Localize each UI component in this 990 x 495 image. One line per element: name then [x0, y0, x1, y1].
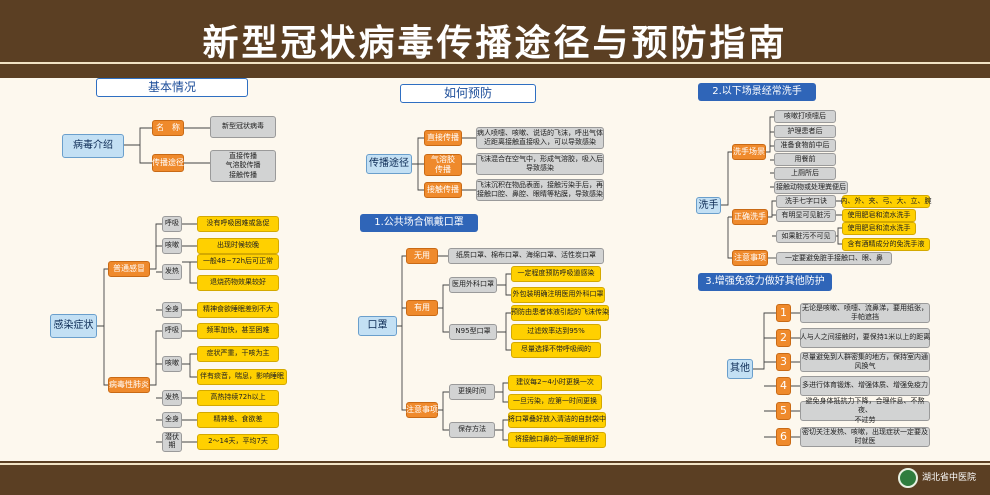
common-fever-key: 发热: [162, 264, 182, 280]
item-number-6: 6: [776, 428, 791, 446]
item-number-3: 3: [776, 353, 791, 371]
item-text-1: 无论是咳嗽、喷嚏、流鼻涕，要用纸张， 手帕遮挡: [800, 303, 930, 323]
name-key-node: 名 称: [152, 120, 184, 136]
severe-incubation-key: 潜伏 期: [162, 432, 182, 452]
item-text-4: 多进行体育锻炼、增强体质、增强免疫力: [800, 376, 930, 396]
how-to-prevent-header: 如何预防: [400, 84, 536, 103]
contact-spread-value: 飞沫沉积在物品表面，接触污染手后，再 接触口腔、鼻腔、眼睛等粘膜，导致感染: [476, 179, 604, 201]
item-text-6: 密切关注发热、咳嗽，出现症状一定要及 时就医: [800, 427, 930, 447]
n95-point-3: 尽量选择不带呼吸阀的: [511, 342, 601, 358]
route-value-node: 直接传播 气溶胶传播 接触传播: [210, 150, 276, 182]
hospital-logo-icon: [898, 468, 918, 488]
direct-spread-value: 病人喷嚏、咳嗽、说话的飞沫，呼出气体 近距离接触直接吸入，可以导致感染: [476, 127, 604, 149]
mask-notes-node: 注意事项: [406, 402, 438, 418]
wash-notes-value: 一定要避免脏手接触口、眼、鼻: [776, 252, 892, 265]
visible-dirt-value: 使用肥皂和流水洗手: [842, 209, 916, 222]
aerosol-spread-key: 气溶胶 传播: [424, 154, 462, 176]
common-cold-node: 普通感冒: [108, 261, 150, 277]
wash-scenes-node: 洗手场景: [732, 144, 766, 160]
handwash-node: 洗手: [696, 197, 721, 214]
common-cough-value: 出现时候较晚: [197, 238, 279, 254]
item-number-4: 4: [776, 377, 791, 395]
item-text-2: 人与人之间接触时，要保持1米以上的距离: [800, 328, 930, 348]
handwash-section-header: 2.以下场景经常洗手: [698, 83, 816, 101]
contact-spread-key: 接触传播: [424, 182, 462, 198]
seven-words-node: 洗手七字口诀: [776, 195, 836, 208]
name-value-node: 新型冠状病毒: [210, 116, 276, 138]
item-number-1: 1: [776, 304, 791, 322]
aerosol-spread-value: 飞沫混合在空气中，形成气溶胶，吸入后 导致感染: [476, 153, 604, 175]
other-protection-node: 其他: [727, 359, 753, 379]
header-bar: [0, 0, 990, 78]
surgical-mask-node: 医用外科口罩: [449, 277, 497, 293]
mask-section-header: 1.公共场合佩戴口罩: [360, 214, 478, 232]
route-key-node: 传播途径: [152, 154, 184, 172]
prevent-route-node: 传播途径: [366, 154, 412, 174]
scene-4: 用餐前: [774, 153, 836, 166]
footer-divider: [0, 463, 990, 465]
n95-mask-node: N95型口罩: [449, 324, 497, 340]
storage-point-2: 将接触口鼻的一面朝里折好: [508, 432, 606, 448]
storage-point-1: 将口罩叠好放入清洁的自封袋中: [508, 412, 606, 428]
common-cough-key: 咳嗽: [162, 238, 182, 254]
severe-breath-key: 呼吸: [162, 323, 182, 339]
basic-info-header: 基本情况: [96, 78, 248, 97]
common-fever-value-1: 一般48~72h后可正常: [197, 254, 279, 270]
item-text-5: 避免身体抵抗力下降，合理作息、不熬夜、 不过劳: [800, 397, 930, 424]
n95-point-1: 预防由患者体液引起的飞沫传染: [511, 305, 609, 321]
seven-words-value: 内、外、夹、弓、大、立、腕: [841, 195, 932, 208]
change-point-2: 一旦污染，应第一时间更换: [508, 394, 602, 410]
common-body-key: 全身: [162, 302, 182, 318]
severe-cough-key: 咳嗽: [162, 356, 182, 372]
scene-6: 接触动物或处理粪便后: [774, 181, 848, 194]
hospital-name: 湖北省中医院: [922, 473, 977, 483]
mask-node: 口罩: [358, 316, 397, 336]
invisible-dirt-node: 如果脏污不可见: [776, 230, 836, 243]
storage-node: 保存方法: [449, 422, 495, 438]
wash-notes-node: 注意事项: [732, 250, 768, 266]
change-time-node: 更换时间: [449, 384, 495, 400]
scene-5: 上厕所后: [774, 167, 836, 180]
scene-1: 咳嗽打喷嚏后: [774, 110, 836, 123]
change-point-1: 建议每2~4小时更换一次: [508, 375, 602, 391]
common-breath-key: 呼吸: [162, 216, 182, 232]
page-title: 新型冠状病毒传播途径与预防指南: [202, 23, 788, 64]
symptoms-node: 感染症状: [50, 314, 97, 338]
useless-node: 无用: [406, 248, 438, 264]
invisible-dirt-value-1: 使用肥皂和流水洗手: [842, 222, 916, 235]
severe-cough-value-1: 症状严重，干咳为主: [197, 346, 279, 362]
immunity-section-header: 3.增强免疫力做好其他防护: [698, 273, 832, 291]
useful-node: 有用: [406, 300, 438, 316]
severe-breath-value: 频率加快，甚至困难: [197, 323, 279, 339]
common-fever-value-2: 退烧药物效果较好: [197, 275, 279, 291]
useless-masks: 纸质口罩、棉布口罩、海绵口罩、活性炭口罩: [448, 248, 604, 264]
common-breath-value: 没有呼吸困难或急促: [197, 216, 279, 232]
direct-spread-key: 直接传播: [424, 130, 462, 146]
item-text-3: 尽量避免到人群密集的地方，保持室内通 风换气: [800, 352, 930, 372]
severe-fever-value: 高热持续72h以上: [197, 390, 279, 406]
item-number-2: 2: [776, 329, 791, 347]
severe-body-key: 全身: [162, 412, 182, 428]
severe-cough-value-2: 伴有痰音，喘息，影响睡眠: [197, 369, 287, 385]
surgical-point-2: 外包装明确注明医用外科口罩: [511, 287, 605, 303]
footer-bar: [0, 461, 990, 495]
common-body-value: 精神食欲睡眠差别不大: [197, 302, 279, 318]
virus-intro-node: 病毒介绍: [62, 134, 124, 158]
viral-pneumonia-node: 病毒性肺炎: [108, 377, 150, 393]
scene-2: 护理患者后: [774, 125, 836, 138]
visible-dirt-node: 有明显可见脏污: [776, 209, 836, 222]
severe-fever-key: 发热: [162, 390, 182, 406]
surgical-point-1: 一定程度预防呼吸道感染: [511, 266, 601, 282]
scene-3: 准备食物前中后: [774, 139, 836, 152]
severe-incubation-value: 2～14天，平均7天: [197, 434, 279, 450]
header-divider: [0, 62, 990, 64]
invisible-dirt-value-2: 含有酒精成分的免洗手液: [842, 238, 930, 251]
item-number-5: 5: [776, 402, 791, 420]
n95-point-2: 过滤效率达到95%: [511, 324, 601, 340]
severe-body-value: 精神差、食欲差: [197, 412, 279, 428]
correct-wash-node: 正确洗手: [732, 209, 768, 225]
